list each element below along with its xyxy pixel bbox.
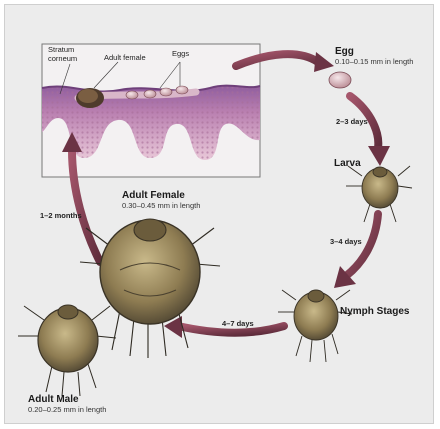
arrow-icon	[62, 132, 82, 152]
mite-icon	[18, 304, 117, 397]
arrow-icon	[314, 52, 334, 72]
larva-title: Larva	[334, 158, 361, 169]
adult-male-size: 0.20–0.25 mm in length	[28, 405, 107, 414]
duration-nymph-to-adult: 4–7 days	[222, 319, 254, 328]
egg-title: Egg	[335, 46, 354, 57]
arrow-icon	[334, 266, 356, 288]
mite-icon	[79, 218, 221, 358]
eggs-label: Eggs	[172, 49, 190, 58]
egg-icon	[143, 89, 157, 99]
cycle-arrows	[68, 50, 383, 337]
egg-icon	[125, 90, 139, 100]
stratum-corneum-label: Stratum corneum	[48, 45, 78, 63]
adult-female-title: Adult Female	[122, 190, 185, 201]
duration-larva-to-nymph: 3–4 days	[330, 237, 362, 246]
egg-icon	[175, 85, 189, 95]
duration-adult-cycle: 1–2 months	[40, 211, 82, 220]
adult-female-skin-label: Adult female	[104, 53, 146, 62]
duration-egg-to-larva: 2–3 days	[336, 117, 368, 126]
egg-icon	[328, 71, 352, 89]
skin-section	[41, 43, 261, 178]
mite-icon	[346, 165, 413, 223]
arrow-icon	[164, 316, 182, 338]
arrow-icon	[342, 210, 382, 280]
nymph-title: Nymph Stages	[340, 306, 410, 317]
egg-icon	[159, 87, 173, 97]
arrow-heads	[62, 52, 390, 338]
arrow-icon	[68, 146, 104, 266]
arrow-icon	[232, 50, 322, 70]
arrow-icon	[368, 146, 390, 166]
mite-icon	[76, 88, 104, 108]
adult-female-size: 0.30–0.45 mm in length	[122, 201, 201, 210]
egg-stage-illustration	[328, 71, 352, 89]
mite-icon	[278, 289, 353, 363]
arrow-icon	[174, 322, 288, 337]
adult-male-title: Adult Male	[28, 394, 79, 405]
arrow-icon	[346, 92, 383, 152]
egg-size: 0.10–0.15 mm in length	[335, 57, 414, 66]
